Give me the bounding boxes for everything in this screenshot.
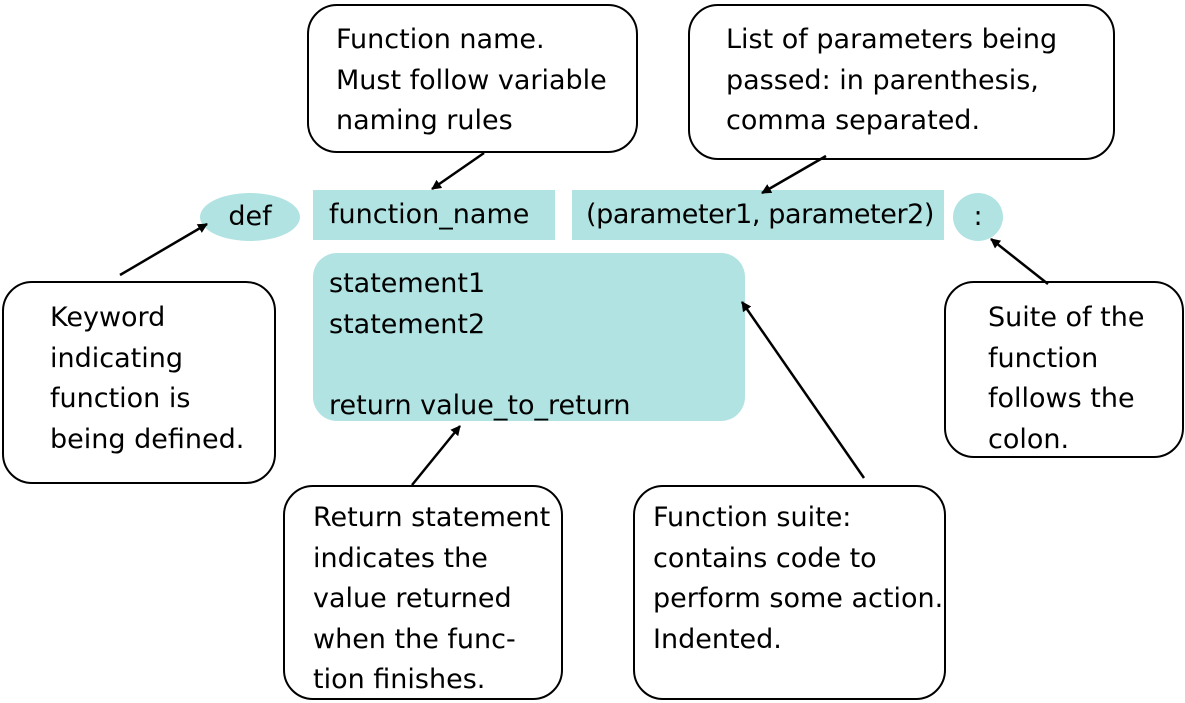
callout-line: comma separated. xyxy=(726,105,981,136)
arrow-to-def-keyword xyxy=(119,222,208,277)
function-name-highlight: function_name xyxy=(313,190,555,240)
callout-line: function xyxy=(988,342,1099,374)
callout-keyword: Keyword indicating function is being def… xyxy=(2,281,276,484)
callout-line: Suite of the xyxy=(988,302,1145,333)
callout-line: Indented. xyxy=(653,623,782,655)
callout-line: Keyword xyxy=(50,302,166,333)
callout-line: follows the xyxy=(988,383,1135,414)
arrow-to-return-statement xyxy=(411,425,461,486)
colon-text: : xyxy=(973,201,983,232)
suite-line: statement1 xyxy=(329,268,486,299)
callout-line: colon. xyxy=(988,423,1070,455)
parameters-highlight: (parameter1, parameter2) xyxy=(572,190,944,240)
callout-line: passed: in parenthesis, xyxy=(726,64,1039,96)
suite-line: return value_to_return xyxy=(329,389,631,421)
callout-line: being defined. xyxy=(50,423,245,455)
callout-line: perform some action. xyxy=(653,583,944,614)
def-keyword: def xyxy=(228,201,272,232)
callout-line: value returned xyxy=(313,583,512,614)
callout-line: indicates the xyxy=(313,542,488,574)
arrow-to-parameters xyxy=(761,154,827,195)
callout-line: tion finishes. xyxy=(313,664,486,695)
function-name-text: function_name xyxy=(329,199,530,230)
parameters-text: (parameter1, parameter2) xyxy=(586,199,935,230)
callout-line: Must follow variable xyxy=(336,64,607,96)
callout-line: List of parameters being xyxy=(726,24,1058,55)
arrow-to-function-name xyxy=(431,151,485,191)
callout-function-name: Function name. Must follow variable nami… xyxy=(307,4,638,153)
callout-parameters: List of parameters being passed: in pare… xyxy=(688,4,1115,160)
function-suite-highlight: statement1 statement2 return value_to_re… xyxy=(313,253,745,421)
suite-line: statement2 xyxy=(329,308,486,340)
callout-return-statement: Return statement indicates the value ret… xyxy=(283,485,563,700)
arrow-to-colon xyxy=(990,238,1049,285)
colon-highlight: : xyxy=(953,193,1003,241)
callout-line: Return statement xyxy=(313,502,551,533)
callout-line: indicating xyxy=(50,342,183,374)
def-keyword-highlight: def xyxy=(200,193,300,241)
callout-line: Function suite: xyxy=(653,502,852,533)
callout-colon: Suite of the function follows the colon. xyxy=(944,281,1184,458)
callout-line: function is xyxy=(50,383,191,414)
callout-line: Function name. xyxy=(336,24,545,55)
callout-line: naming rules xyxy=(336,105,513,136)
callout-line: contains code to xyxy=(653,542,877,574)
arrow-to-function-suite xyxy=(740,301,866,479)
callout-function-suite: Function suite: contains code to perform… xyxy=(633,485,946,700)
callout-line: when the func- xyxy=(313,623,516,655)
